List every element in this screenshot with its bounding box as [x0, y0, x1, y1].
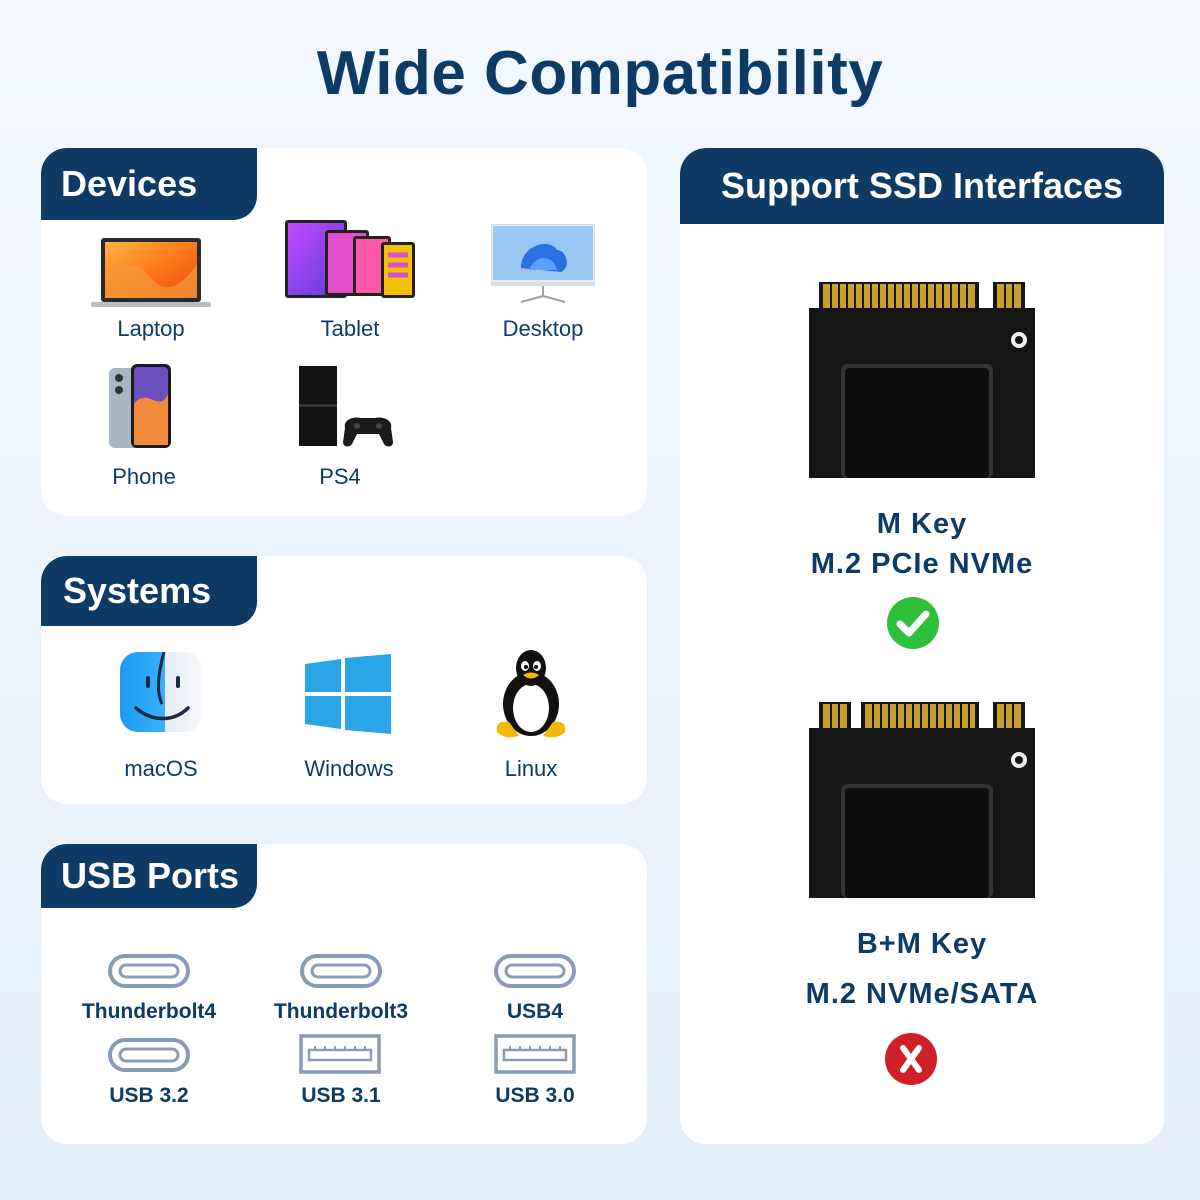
device-item-laptop: Laptop	[91, 228, 211, 348]
check-icon	[887, 597, 939, 649]
m-key-label: M Key	[876, 508, 968, 540]
tablet-icon	[285, 220, 415, 298]
system-label: Linux	[504, 756, 558, 781]
windows-logo-icon	[305, 654, 391, 734]
bm-key-interface-label: M.2 NVMe/SATA	[805, 978, 1039, 1010]
ssd-interfaces-card: Support SSD Interfaces M Key M.2 PCIe NV…	[680, 148, 1164, 1144]
system-item-linux: Linux	[473, 648, 589, 792]
usb-a-port-icon	[494, 1034, 576, 1074]
device-label: PS4	[319, 464, 361, 489]
device-item-tablet: Tablet	[285, 220, 415, 348]
systems-card: Systems macOS Windows	[41, 556, 647, 804]
usb-port-label: USB 3.0	[495, 1084, 575, 1107]
ssd-heading: Support SSD Interfaces	[680, 148, 1164, 224]
m-key-ssd-icon	[809, 282, 1035, 478]
bm-key-ssd-icon	[809, 702, 1035, 898]
device-item-ps4: PS4	[285, 364, 395, 494]
device-item-desktop: Desktop	[491, 224, 595, 348]
desktop-icon	[491, 224, 595, 303]
usb-port-label: Thunderbolt4	[81, 1000, 217, 1023]
systems-heading: Systems	[41, 556, 257, 626]
system-item-windows: Windows	[291, 652, 407, 792]
page-title: Wide Compatibility	[316, 39, 884, 108]
device-label: Phone	[112, 464, 176, 489]
macos-finder-icon	[120, 652, 202, 732]
ps4-icon	[299, 366, 393, 447]
bm-key-label: B+M Key	[856, 928, 988, 960]
cross-icon	[885, 1033, 937, 1085]
device-label: Tablet	[320, 316, 380, 341]
system-label: macOS	[124, 756, 198, 781]
usb-c-port-icon	[108, 1038, 190, 1072]
system-label: Windows	[304, 756, 394, 781]
m-key-interface-label: M.2 PCIe NVMe	[810, 548, 1034, 580]
devices-heading: Devices	[41, 148, 257, 220]
device-label: Desktop	[502, 316, 584, 341]
usb-port-label: USB 3.2	[109, 1084, 189, 1107]
usb-port-label: USB 3.1	[301, 1084, 381, 1107]
usb-a-port-icon	[299, 1034, 381, 1074]
device-label: Laptop	[117, 316, 185, 341]
usb-c-port-icon	[108, 954, 190, 988]
device-item-phone: Phone	[85, 364, 203, 494]
phone-icon	[109, 364, 171, 448]
usb-ports-card: USB Ports Thunderbolt4 Thunderbolt3 USB4…	[41, 844, 647, 1144]
usb-port-label: USB4	[506, 1000, 564, 1023]
devices-card: Devices Laptop Tablet	[41, 148, 647, 516]
usb-port-label: Thunderbolt3	[273, 1000, 409, 1023]
system-item-macos: macOS	[103, 652, 219, 792]
usb-c-port-icon	[494, 954, 576, 988]
usb-c-port-icon	[300, 954, 382, 988]
laptop-icon	[91, 238, 211, 307]
linux-tux-icon	[496, 650, 566, 738]
usb-ports-heading: USB Ports	[41, 844, 257, 908]
